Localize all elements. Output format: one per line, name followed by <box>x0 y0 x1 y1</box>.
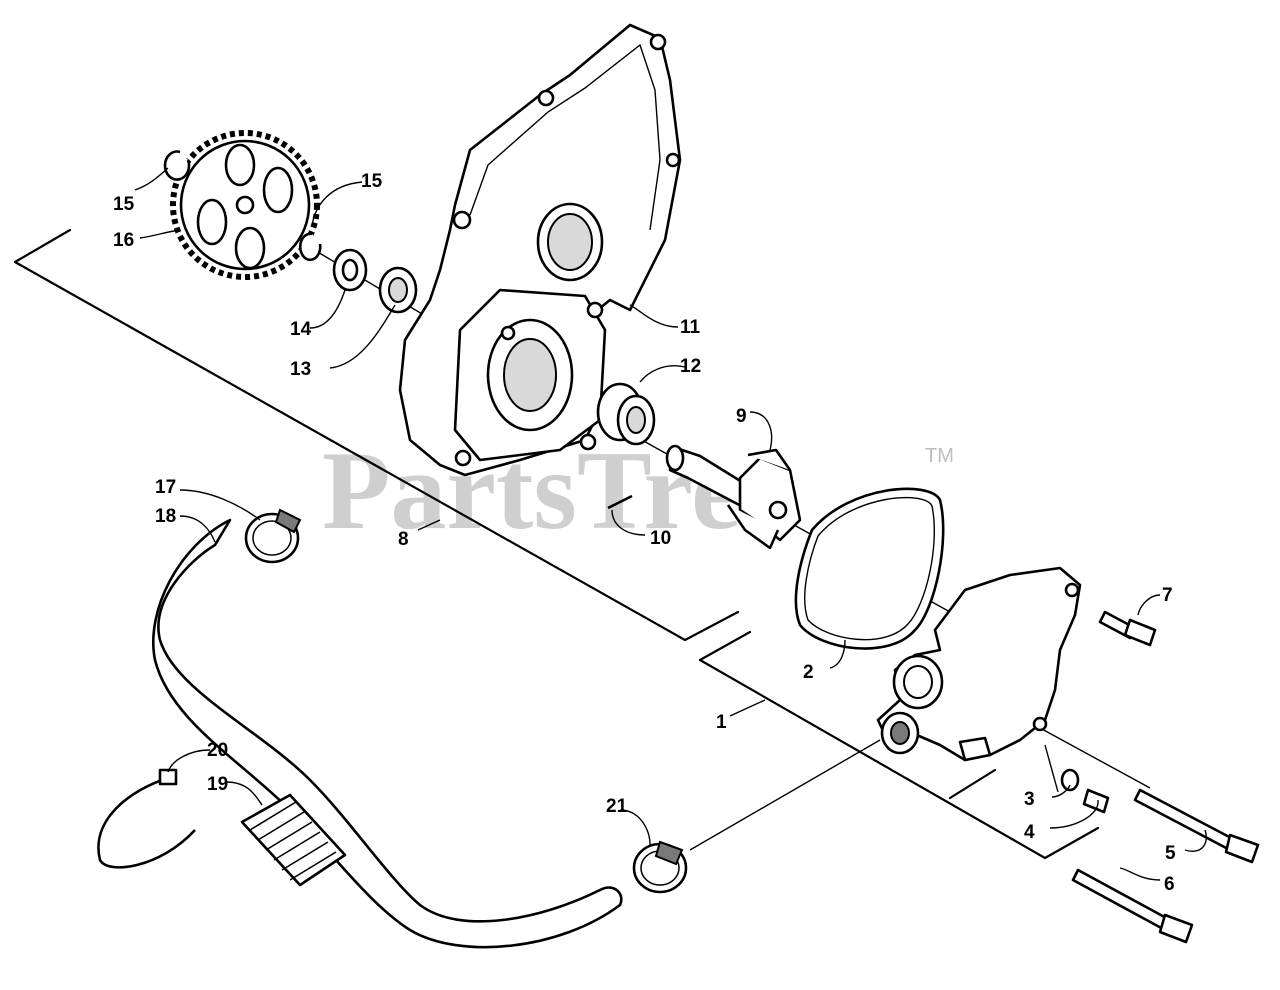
callout-6[interactable]: 6 <box>1164 874 1175 895</box>
bolt-part <box>1060 610 1260 944</box>
pin-part <box>607 494 633 510</box>
callout-3[interactable]: 3 <box>1024 789 1035 810</box>
callout-leaders <box>134 167 1207 881</box>
pump-housing-part <box>876 566 1082 762</box>
callout-7[interactable]: 7 <box>1162 585 1173 606</box>
washer-part <box>332 248 418 314</box>
hose-clamp-part <box>244 508 688 894</box>
assembly-frame <box>13 228 1100 860</box>
impeller-shaft-part <box>665 444 802 550</box>
hose-part <box>152 518 623 949</box>
callout-21[interactable]: 21 <box>606 796 628 817</box>
circlip-part <box>163 150 322 262</box>
callout-1[interactable]: 1 <box>716 712 727 733</box>
callout-11[interactable]: 11 <box>680 317 701 338</box>
gasket-part <box>794 487 945 650</box>
gear-part <box>170 130 320 280</box>
callout-8[interactable]: 8 <box>398 529 409 550</box>
callout-10[interactable]: 10 <box>650 528 671 549</box>
callout-18[interactable]: 18 <box>155 506 176 527</box>
callout-9[interactable]: 9 <box>736 406 747 427</box>
cable-tie-head <box>158 768 178 786</box>
callout-16[interactable]: 16 <box>113 230 134 251</box>
sleeve-ribs <box>249 801 337 881</box>
cable-tie-part <box>97 776 196 869</box>
engine-cover-part <box>398 23 682 477</box>
callout-2[interactable]: 2 <box>803 662 814 683</box>
callout-14[interactable]: 14 <box>290 319 312 340</box>
callout-19[interactable]: 19 <box>207 774 228 795</box>
callout-20[interactable]: 20 <box>207 740 228 761</box>
callout-15b[interactable]: 15 <box>361 171 383 192</box>
callout-17[interactable]: 17 <box>155 477 176 498</box>
callout-5[interactable]: 5 <box>1165 843 1176 864</box>
seal-part <box>596 382 656 446</box>
callout-13[interactable]: 13 <box>290 359 311 380</box>
callout-labels: 1 2 3 4 5 6 7 8 9 10 11 12 13 14 15 15 1… <box>113 171 1176 895</box>
watermark-trademark: TM <box>925 445 954 467</box>
callout-15a[interactable]: 15 <box>113 194 135 215</box>
callout-4[interactable]: 4 <box>1024 822 1035 843</box>
callout-12[interactable]: 12 <box>680 356 701 377</box>
